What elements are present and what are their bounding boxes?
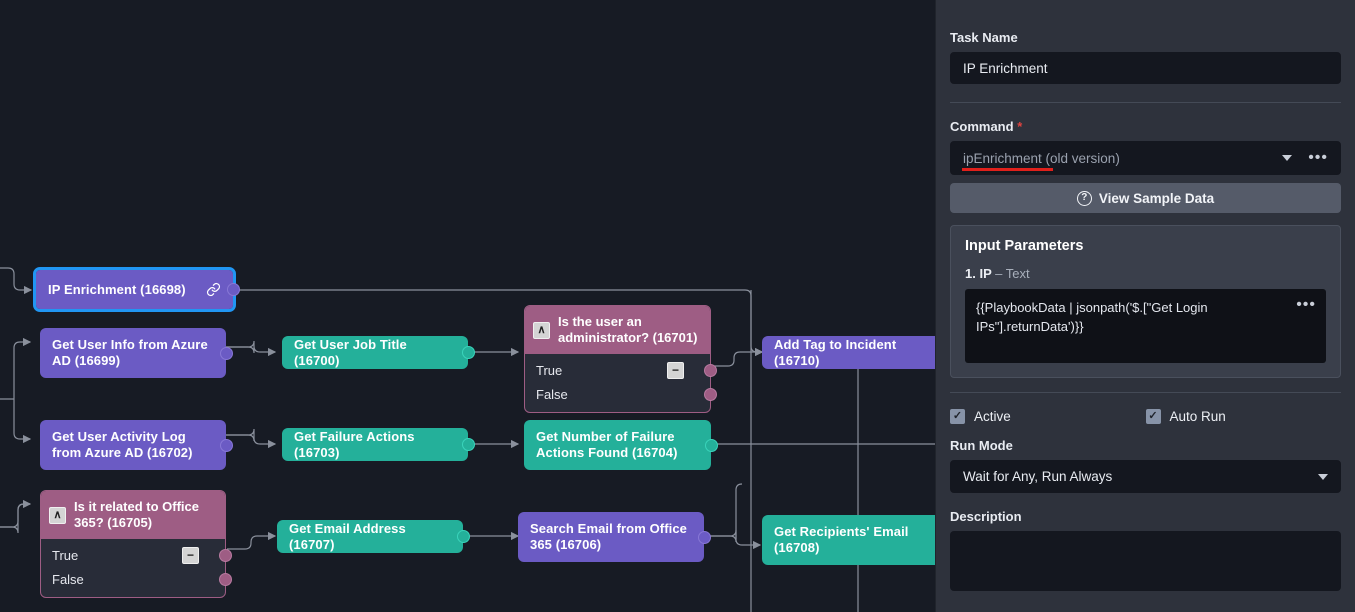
playbook-canvas[interactable]: IP Enrichment (16698) Get User Info from… <box>0 0 935 612</box>
branch-label: False <box>536 386 568 402</box>
node-output-port[interactable] <box>704 438 718 452</box>
node-get-user-job-title-16700[interactable]: Get User Job Title (16700) <box>282 336 475 369</box>
branch-output-port[interactable] <box>218 548 232 562</box>
command-select-wrapper: ipEnrichment (old version) ••• <box>950 141 1341 175</box>
branch-label: True <box>52 547 79 563</box>
edge-layer <box>0 267 935 612</box>
chevron-down-icon[interactable] <box>1318 473 1328 480</box>
task-name-value: IP Enrichment <box>963 60 1048 76</box>
node-output-port[interactable] <box>461 438 475 451</box>
condition-label: Is it related to Office 365? (16705) <box>74 499 199 530</box>
task-properties-panel: Task Name IP Enrichment Command * ipEnri… <box>935 0 1355 612</box>
node-get-failure-actions-16703[interactable]: Get Failure Actions (16703) <box>282 428 475 461</box>
node-output-port[interactable] <box>697 530 711 544</box>
parameter-value-input[interactable]: {{PlaybookData | jsonpath('$.["Get Login… <box>965 289 1326 363</box>
chevron-up-icon[interactable]: ∧ <box>49 506 66 524</box>
branch-label: False <box>52 571 84 587</box>
condition-branch-true[interactable]: True − <box>41 543 232 567</box>
link-icon <box>205 282 221 298</box>
toggles-row: ✓ Active ✓ Auto Run <box>950 409 1341 424</box>
checkbox-checked-icon[interactable]: ✓ <box>950 409 965 424</box>
condition-branches: True − False <box>525 354 717 412</box>
description-textarea[interactable] <box>950 531 1341 591</box>
branch-output-port[interactable] <box>703 363 717 377</box>
view-sample-data-label: View Sample Data <box>1098 190 1215 206</box>
active-toggle[interactable]: ✓ Active <box>950 409 1146 424</box>
command-label: Command * <box>950 119 1341 134</box>
branch-output-port[interactable] <box>703 387 717 401</box>
command-value: ipEnrichment (old version) <box>963 150 1120 166</box>
node-label: Get User Info from Azure AD (16699) <box>52 337 208 368</box>
parameter-index: 1. <box>965 266 976 281</box>
node-label: Get Number of Failure Actions Found (167… <box>536 429 678 460</box>
question-circle-icon: ? <box>1076 190 1092 206</box>
node-output-port[interactable] <box>456 530 470 543</box>
parameter-type: – Text <box>995 266 1030 281</box>
collapse-minus-icon[interactable]: − <box>182 546 199 564</box>
condition-branch-false[interactable]: False <box>41 567 232 591</box>
divider-2 <box>950 392 1341 393</box>
condition-branch-false[interactable]: False <box>525 382 717 406</box>
input-parameters-card: Input Parameters 1. IP – Text {{Playbook… <box>950 225 1341 378</box>
node-output-port[interactable] <box>461 346 475 359</box>
node-search-email-office365-16706[interactable]: Search Email from Office 365 (16706) <box>518 512 711 562</box>
node-label: Get User Job Title (16700) <box>294 336 407 368</box>
node-output-port[interactable] <box>219 346 233 360</box>
input-parameters-title: Input Parameters <box>965 238 1084 254</box>
node-ip-enrichment-16698[interactable]: IP Enrichment (16698) <box>33 267 240 312</box>
ellipsis-icon[interactable]: ••• <box>1308 149 1328 166</box>
command-error-underline <box>962 168 1053 171</box>
node-label: Add Tag to Incident (16710) <box>774 336 897 368</box>
condition-header: ∧ Is it related to Office 365? (16705) <box>41 491 225 539</box>
node-get-number-of-failure-actions-16704[interactable]: Get Number of Failure Actions Found (167… <box>524 420 718 470</box>
node-condition-is-admin-16701[interactable]: ∧ Is the user an administrator? (16701) … <box>524 305 717 413</box>
task-name-label: Task Name <box>950 30 1018 45</box>
node-label: Search Email from Office 365 (16706) <box>530 521 688 552</box>
run-mode-select[interactable]: Wait for Any, Run Always <box>950 460 1341 493</box>
node-get-recipients-email-16708[interactable]: Get Recipients' Email (16708) <box>762 515 935 565</box>
condition-label: Is the user an administrator? (16701) <box>558 314 698 345</box>
node-output-port[interactable] <box>219 438 233 452</box>
divider-1 <box>950 102 1341 103</box>
node-get-user-activity-log-16702[interactable]: Get User Activity Log from Azure AD (167… <box>40 420 233 470</box>
run-mode-value: Wait for Any, Run Always <box>963 469 1113 484</box>
node-label: IP Enrichment (16698) <box>48 281 186 297</box>
node-label: Get Recipients' Email (16708) <box>774 524 909 555</box>
node-output-port[interactable] <box>226 283 240 296</box>
parameter-name: IP <box>979 266 992 281</box>
branch-label: True <box>536 362 563 378</box>
run-mode-label: Run Mode <box>950 438 1013 453</box>
chevron-down-icon[interactable] <box>1282 155 1293 161</box>
node-get-email-address-16707[interactable]: Get Email Address (16707) <box>277 520 470 553</box>
active-label: Active <box>974 409 1011 424</box>
task-name-input[interactable]: IP Enrichment <box>950 52 1341 84</box>
collapse-minus-icon[interactable]: − <box>667 361 684 379</box>
node-label: Get Failure Actions (16703) <box>294 428 415 460</box>
node-label: Get Email Address (16707) <box>289 520 406 552</box>
condition-branches: True − False <box>41 539 232 597</box>
auto-run-label: Auto Run <box>1169 409 1226 424</box>
command-label-text: Command <box>950 119 1014 134</box>
condition-branch-true[interactable]: True − <box>525 358 717 382</box>
parameter-value-text: {{PlaybookData | jsonpath('$.["Get Login… <box>976 300 1208 334</box>
node-label: Get User Activity Log from Azure AD (167… <box>52 429 193 460</box>
view-sample-data-button[interactable]: ? View Sample Data <box>950 183 1341 213</box>
parameter-header: 1. IP – Text <box>965 266 1326 281</box>
condition-header: ∧ Is the user an administrator? (16701) <box>525 306 710 354</box>
node-get-user-info-16699[interactable]: Get User Info from Azure AD (16699) <box>40 328 233 378</box>
auto-run-toggle[interactable]: ✓ Auto Run <box>1145 409 1342 424</box>
node-condition-office365-16705[interactable]: ∧ Is it related to Office 365? (16705) T… <box>40 490 232 598</box>
command-select[interactable]: ipEnrichment (old version) ••• <box>950 141 1341 175</box>
branch-output-port[interactable] <box>218 572 232 586</box>
chevron-up-icon[interactable]: ∧ <box>533 321 550 339</box>
description-label: Description <box>950 509 1022 524</box>
node-add-tag-to-incident-16710[interactable]: Add Tag to Incident (16710) <box>762 336 935 369</box>
ellipsis-icon[interactable]: ••• <box>1296 296 1316 313</box>
checkbox-checked-icon[interactable]: ✓ <box>1145 409 1161 424</box>
required-asterisk: * <box>1017 119 1023 134</box>
